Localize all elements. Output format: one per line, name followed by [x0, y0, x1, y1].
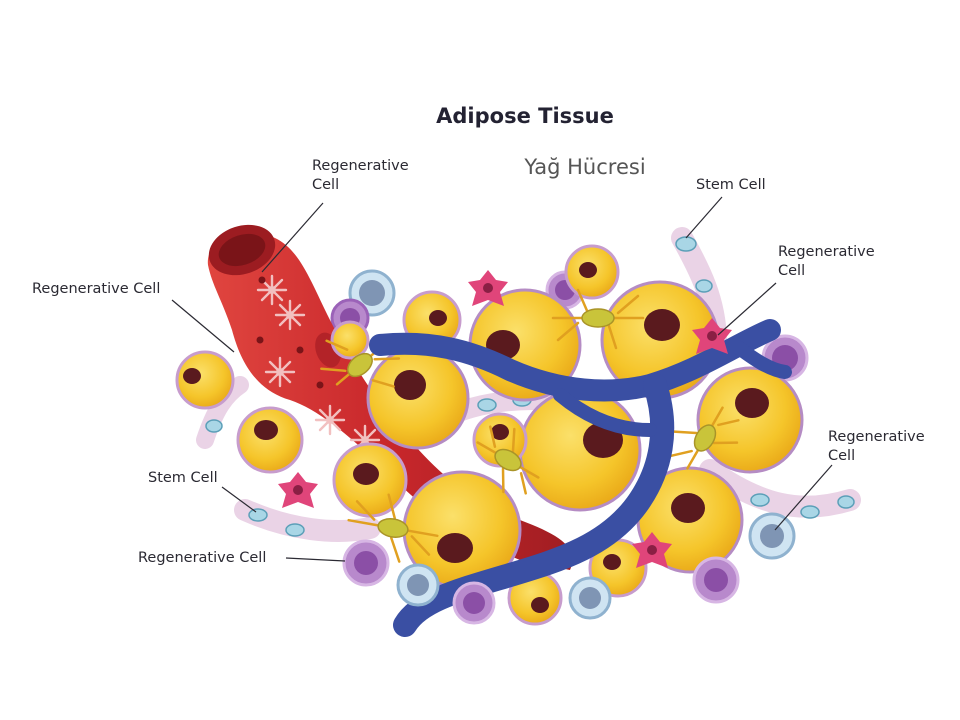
stem-cell-icon: [285, 523, 305, 537]
regenerative-cell-icon: [452, 581, 496, 625]
fat-cell-icon: [402, 470, 522, 590]
label-line: Regenerative: [778, 244, 875, 260]
stem-cell-icon: [800, 505, 820, 519]
label-stem-cell-left: Stem Cell: [148, 470, 218, 486]
fat-cell-icon: [236, 406, 304, 474]
pericyte-icon: [551, 288, 645, 350]
leader-line: [285, 557, 346, 562]
pericyte-icon: [476, 425, 540, 495]
label-regenerative-cell-left: Regenerative Cell: [32, 281, 161, 297]
label-regenerative-cell-top: Regenerative Cell: [312, 157, 409, 195]
regenerative-cell-icon: [396, 563, 440, 607]
pericyte-icon: [347, 493, 439, 563]
leader-line: [774, 464, 833, 531]
regenerative-cell-icon: [568, 576, 612, 620]
vein-icon: [369, 319, 792, 637]
regenerative-cell-icon: [632, 532, 672, 568]
label-line: Cell: [312, 177, 340, 193]
diagram-subtitle: Yağ Hücresi: [524, 155, 646, 179]
stem-cell-icon: [837, 495, 855, 509]
fat-cell-icon: [332, 442, 408, 518]
leader-line: [171, 299, 235, 353]
label-regenerative-cell-bottom-left: Regenerative Cell: [138, 550, 267, 566]
pericyte-icon: [320, 339, 401, 388]
pericyte-icon: [670, 406, 740, 470]
label-stem-cell-top: Stem Cell: [696, 177, 766, 193]
stem-cell-tube-left: [234, 499, 381, 542]
regenerative-cell-icon: [748, 512, 796, 560]
fat-cell-icon: [366, 346, 470, 450]
label-line: Regenerative: [828, 429, 925, 445]
regenerative-cell-icon: [342, 539, 390, 587]
leader-line: [685, 196, 723, 239]
label-line: Cell: [828, 448, 856, 464]
fat-cell-group: [175, 244, 804, 626]
fat-cell-icon: [564, 244, 620, 300]
stem-cell-icon: [675, 236, 697, 252]
leader-lines: [171, 196, 833, 562]
fat-cell-icon: [507, 570, 563, 626]
label-regenerative-cell-right-mid: Regenerative Cell: [828, 428, 925, 466]
label-regenerative-cell-right-top: Regenerative Cell: [778, 243, 875, 281]
fat-cell-icon: [175, 350, 235, 410]
diagram-title: Adipose Tissue: [436, 104, 614, 128]
leader-line: [261, 202, 324, 273]
regenerative-cell-icon: [692, 318, 732, 354]
stem-cell-tube-right: [699, 459, 861, 519]
pericyte-group: [320, 288, 740, 563]
label-line: Cell: [778, 263, 806, 279]
leader-line: [221, 486, 257, 513]
regenerative-cell-icon: [468, 270, 508, 306]
stem-cell-icon: [750, 493, 770, 507]
fat-cell-icon: [330, 320, 370, 360]
stem-cell-icon: [248, 508, 268, 522]
regenerative-cell-icon: [692, 556, 740, 604]
fat-cell-icon: [696, 366, 804, 474]
regenerative-cell-icon: [278, 472, 318, 508]
stem-cell-icon: [695, 279, 713, 293]
leader-line: [717, 282, 777, 336]
label-line: Regenerative: [312, 158, 409, 174]
